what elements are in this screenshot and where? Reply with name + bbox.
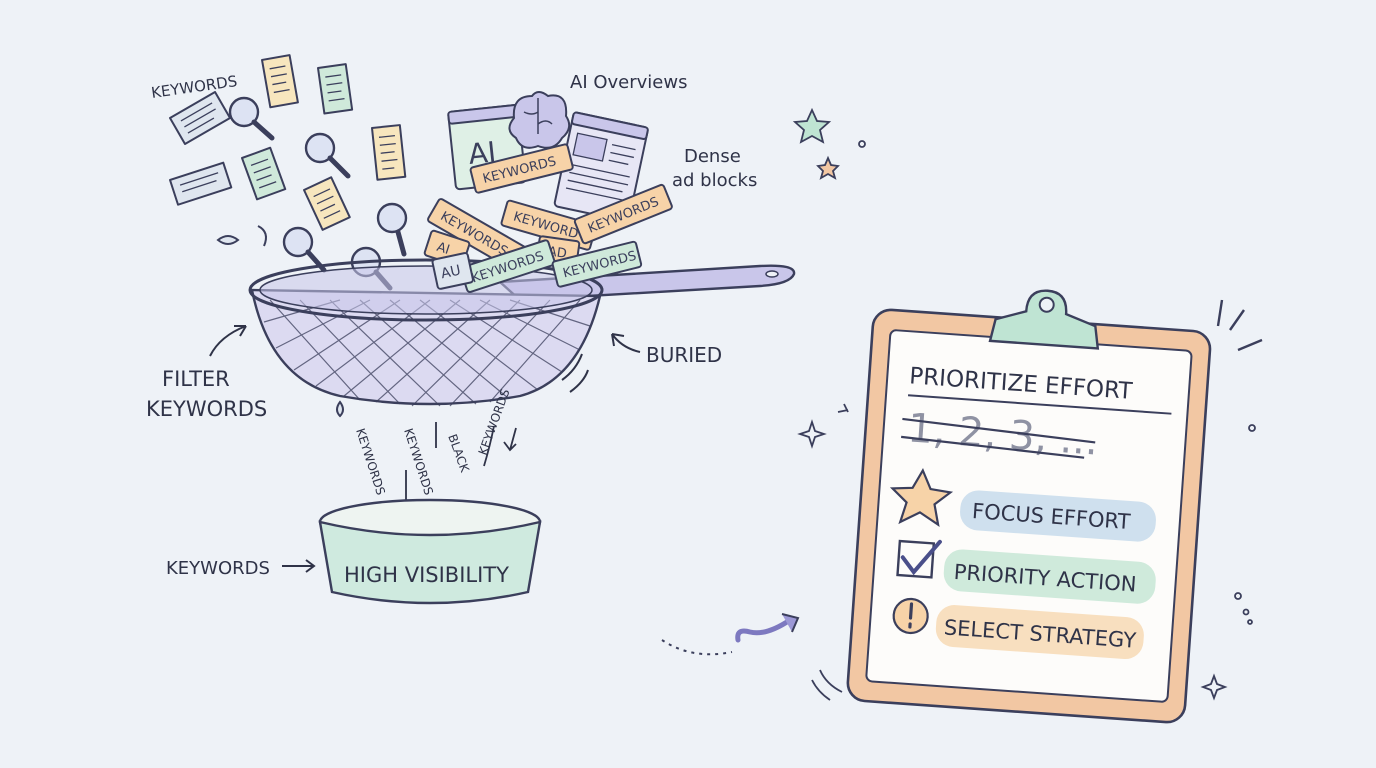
svg-text:AI: AI [435,240,452,258]
star-icon [792,107,832,144]
floating-documents [169,54,407,231]
label-dense-line1: Dense [684,146,741,167]
webpage-card [553,111,649,222]
chip-au: AU [431,252,474,290]
arrow-to-bowl [282,559,316,573]
scroll-document-icon [169,91,232,145]
label-buried: BURIED [646,343,722,367]
magnifier-icon [376,202,408,257]
strainer-rim [248,258,604,322]
magnifier-icon [304,132,351,179]
scroll-document-icon [371,124,407,181]
checkbox-icon [896,539,936,579]
label-ai-overviews: AI Overviews [570,72,687,93]
scroll-document-icon [241,146,287,201]
scroll-document-icon [303,176,351,231]
label-keywords-bottom: KEYWORDS [166,558,270,579]
scroll-document-icon [169,161,233,206]
star-icon [816,155,840,180]
label-filter-line1: FILTER [162,367,230,391]
sparkles [792,107,1263,701]
magnifier-icon [228,96,275,141]
bowl-label: HIGH VISIBILITY [344,563,509,587]
content-pile: AI KEYWORDS KEYWORDS KEYWORD KE [423,91,673,293]
svg-text:KEYWORDS: KEYWORDS [353,427,388,497]
star-icon [889,468,954,528]
clipboard-clip [988,289,1100,350]
high-visibility-bowl: HIGH VISIBILITY [318,498,542,605]
brain-icon [508,91,571,149]
strainer [248,258,796,407]
svg-text:AU: AU [440,262,463,282]
arrow-to-filter [209,325,247,357]
item-select-strategy-pill [935,605,1144,660]
item-priority-action-pill [943,549,1156,604]
label-dense-line2: ad blocks [672,170,757,191]
scroll-document-icon [317,63,354,115]
magnifier-icon [282,226,327,273]
motion-marks [561,353,589,393]
label-filter-line2: KEYWORDS [146,397,267,421]
strike-line [901,417,1096,459]
item-focus-effort-pill [960,490,1156,542]
scroll-document-icon [261,54,299,109]
curved-arrow-to-clipboard [661,613,800,656]
svg-text:BLACK: BLACK [445,432,472,475]
arrow-to-buried [611,333,641,353]
clipboard: PRIORITIZE EFFORT 1, 2, 3, ... FOCUS EFF… [846,289,1212,724]
label-keywords-top: KEYWORDS [150,72,238,102]
droplet-marks [216,225,344,418]
